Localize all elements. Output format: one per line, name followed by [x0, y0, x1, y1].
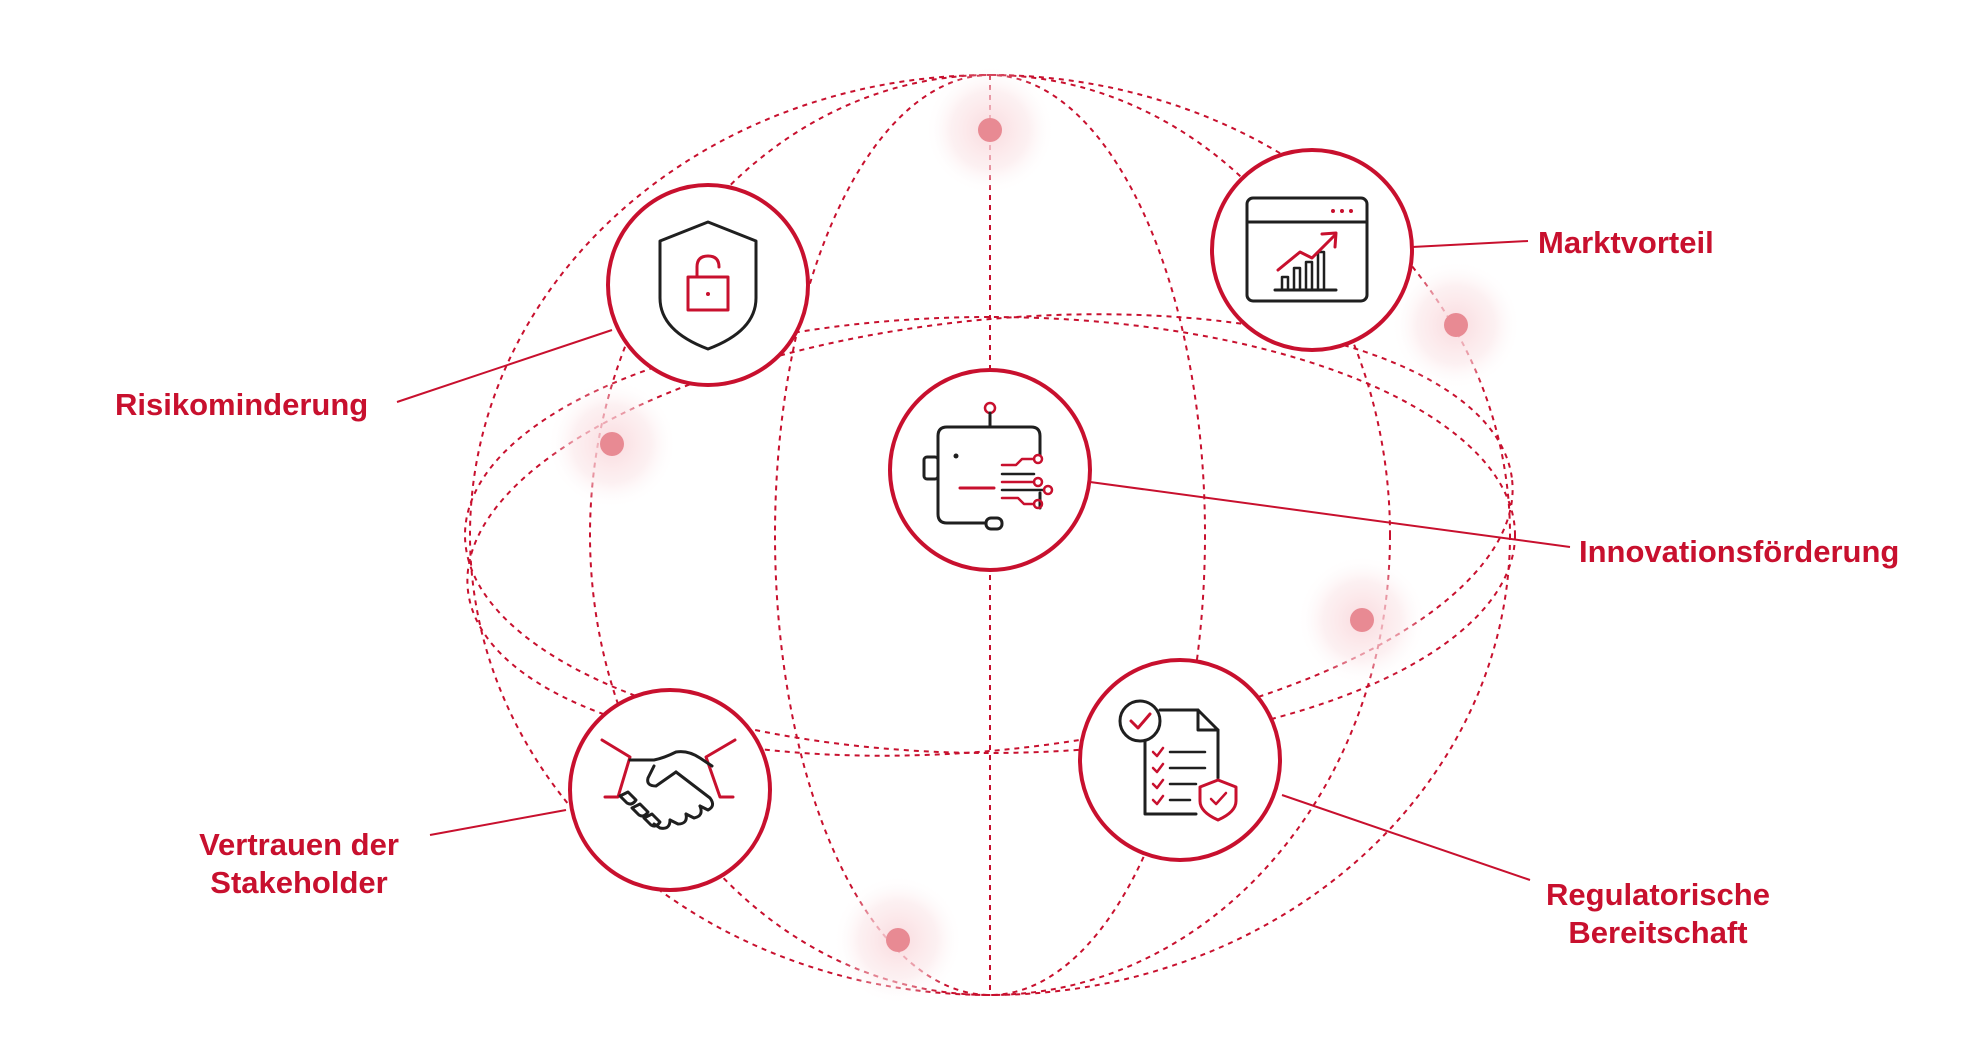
grid-dot [1444, 313, 1468, 337]
connector-risk [396, 329, 613, 403]
connectors [396, 240, 1571, 881]
label-line-2: Bereitschaft [1568, 915, 1748, 950]
meridian-outer [589, 74, 1391, 996]
connector-trust [429, 809, 567, 836]
label-text: Risikominderung [115, 387, 369, 422]
label-text: Innovationsförderung [1579, 534, 1900, 569]
chart-window-icon [1245, 196, 1369, 303]
label-regulatorische-bereitschaft: Regulatorische Bereitschaft [1538, 876, 1778, 952]
label-risikominderung: Risikominderung [115, 386, 368, 424]
label-line-1: Regulatorische [1546, 877, 1770, 912]
label-vertrauen-der-stakeholder: Vertrauen der Stakeholder [186, 826, 412, 902]
shield-lock-icon [658, 220, 758, 351]
node-innovation [888, 368, 1092, 572]
connector-regulatory [1281, 794, 1531, 881]
node-trust [568, 688, 772, 892]
robot-circuit-icon [922, 401, 1054, 531]
equator-band [464, 316, 1516, 754]
label-marktvorteil: Marktvorteil [1538, 224, 1714, 262]
label-line-1: Vertrauen der [199, 827, 399, 862]
grid-dot [978, 118, 1002, 142]
tilted-band [466, 313, 1514, 757]
grid-dots [600, 118, 1468, 952]
grid-dot [600, 432, 624, 456]
connector-innovation [1089, 481, 1571, 548]
label-text: Marktvorteil [1538, 225, 1714, 260]
handshake-icon [600, 738, 737, 830]
grid-dot [1350, 608, 1374, 632]
node-risk [606, 183, 810, 387]
grid-dot [886, 928, 910, 952]
connector-market [1411, 240, 1529, 248]
node-market [1210, 148, 1414, 352]
checklist-document-icon [1118, 699, 1238, 822]
label-innovationsfoerderung: Innovationsförderung [1579, 533, 1899, 571]
label-line-2: Stakeholder [210, 865, 388, 900]
node-regulatory [1078, 658, 1282, 862]
